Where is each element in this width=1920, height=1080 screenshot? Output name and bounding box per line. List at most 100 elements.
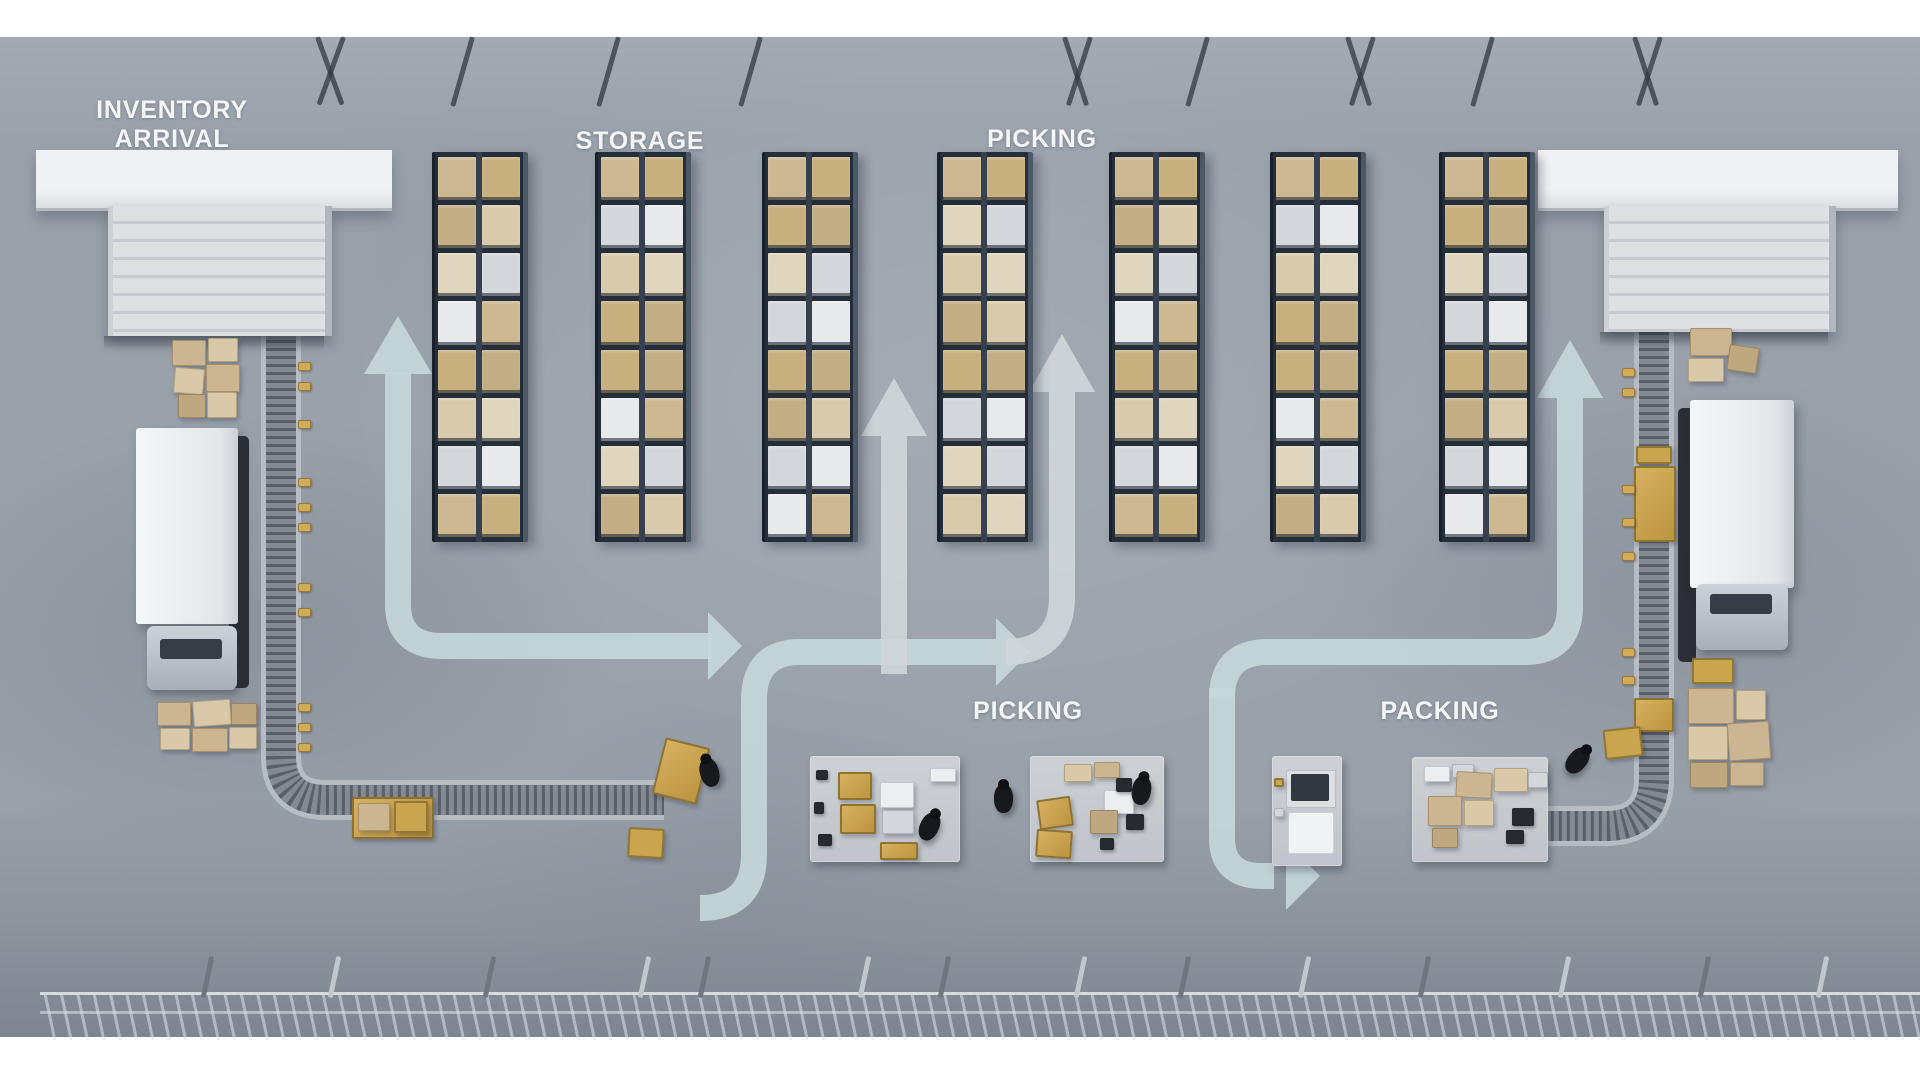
rack-box [1489, 493, 1527, 537]
rack-box [645, 205, 683, 249]
conveyor-tab [298, 583, 311, 592]
rack-box [768, 301, 806, 345]
box [178, 394, 206, 418]
rack-center-rail [639, 152, 645, 542]
rack-box [1115, 445, 1153, 489]
conveyor-tab [1622, 368, 1635, 377]
right-conveyor [1548, 324, 1674, 846]
rack-box [812, 253, 850, 297]
rack-box [812, 493, 850, 537]
rack-box [768, 205, 806, 249]
rack-box [438, 493, 476, 537]
rack-box [1489, 157, 1527, 201]
rack-box [987, 349, 1025, 393]
right-truck-cab [1696, 584, 1788, 650]
rack-box [987, 253, 1025, 297]
rack-box [482, 493, 520, 537]
rack-box [482, 205, 520, 249]
rack-box [987, 445, 1025, 489]
left-truck-cab [147, 626, 237, 690]
rack-box [645, 253, 683, 297]
box [231, 703, 257, 725]
box [1726, 344, 1760, 374]
rack-box [1159, 349, 1197, 393]
rack-box [645, 157, 683, 201]
rack-box [601, 157, 639, 201]
rack-box [987, 493, 1025, 537]
conveyor-tab [298, 382, 311, 391]
box [192, 698, 232, 728]
box [1494, 768, 1528, 792]
rack-box [1445, 301, 1483, 345]
arrow-rack-pick-2 [1005, 392, 1075, 665]
conveyor-tab [298, 503, 311, 512]
rack-box [812, 397, 850, 441]
box [172, 366, 206, 396]
crate [1602, 726, 1644, 760]
rack-box [943, 157, 981, 201]
rack-center-rail [806, 152, 812, 542]
rack-box [1115, 157, 1153, 201]
rack-box [768, 397, 806, 441]
box [1064, 764, 1092, 782]
rack-box [1489, 253, 1527, 297]
equipment [814, 802, 824, 814]
rack-box [601, 205, 639, 249]
arrowhead-storage-up [364, 316, 432, 374]
rack-center-rail [1314, 152, 1320, 542]
box [208, 338, 238, 362]
label-inventory-arrival-line2: ARRIVAL [114, 125, 230, 153]
conveyor-tab [298, 608, 311, 617]
storage-rack [1109, 152, 1205, 542]
crate [1036, 795, 1074, 831]
rack-box [1489, 301, 1527, 345]
rack-box [987, 397, 1025, 441]
rack-box [1489, 349, 1527, 393]
rack-box [1115, 397, 1153, 441]
rack-box [645, 301, 683, 345]
rack-box [768, 493, 806, 537]
crate [1035, 828, 1073, 860]
rack-box [1115, 349, 1153, 393]
label-storage: STORAGE [575, 127, 705, 155]
rack-box [645, 493, 683, 537]
rack-box [1320, 301, 1358, 345]
rack-box [768, 445, 806, 489]
rack-box [1115, 493, 1153, 537]
packing-monitor-screen [1291, 774, 1329, 801]
conveyor-tab [1622, 388, 1635, 397]
rack-box [1159, 157, 1197, 201]
bottom-roller-conveyor [40, 992, 1920, 1040]
box [358, 803, 390, 831]
box [1690, 328, 1732, 356]
rack-box [1276, 205, 1314, 249]
rack-box [943, 205, 981, 249]
rack-box [943, 253, 981, 297]
conveyor-tab [298, 420, 311, 429]
rack-box [1445, 253, 1483, 297]
rack-box [1320, 445, 1358, 489]
rack-box [1320, 157, 1358, 201]
crate [1692, 658, 1734, 684]
rack-box [987, 301, 1025, 345]
rack-box [438, 157, 476, 201]
box [1528, 772, 1548, 788]
box [1424, 766, 1450, 782]
rack-box [812, 157, 850, 201]
rack-box [601, 493, 639, 537]
crate [838, 772, 872, 800]
box [1690, 762, 1728, 788]
arrow-picking-flow [699, 639, 996, 921]
rack-box [1320, 397, 1358, 441]
left-truck-trailer [136, 428, 238, 624]
rack-box [1159, 301, 1197, 345]
conveyor-tab [298, 523, 311, 532]
rack-box [1445, 445, 1483, 489]
rack-box [601, 397, 639, 441]
equipment [818, 834, 832, 846]
rack-box [1115, 253, 1153, 297]
rack-box [1115, 205, 1153, 249]
box [192, 728, 228, 752]
rack-box [601, 253, 639, 297]
rack-box [943, 397, 981, 441]
